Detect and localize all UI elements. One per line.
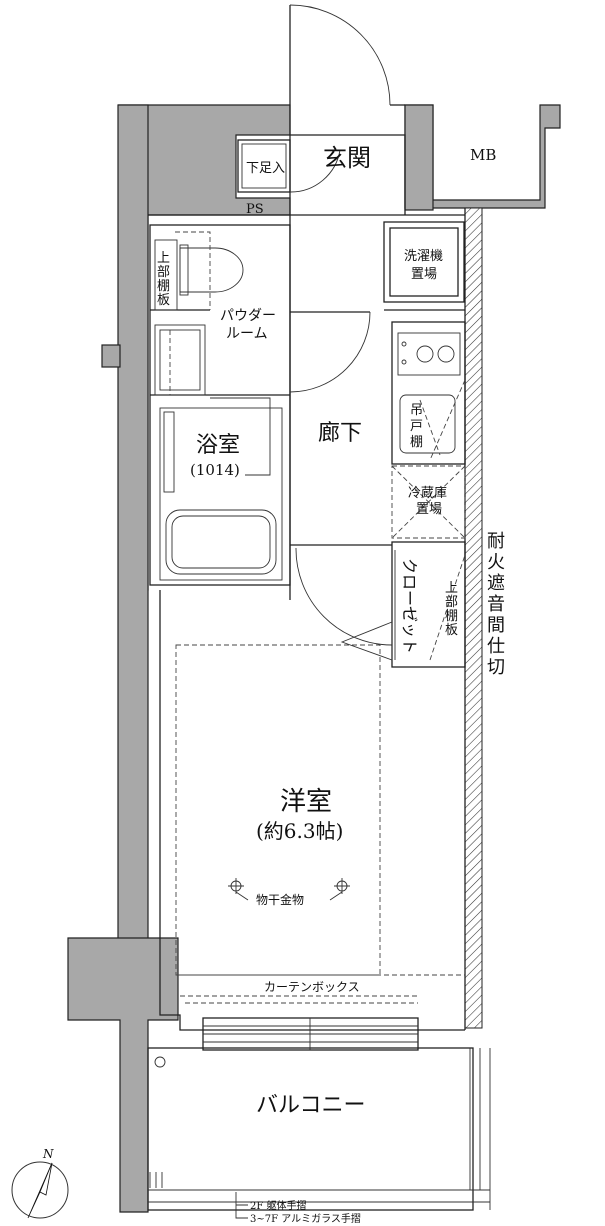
svg-text:部: 部 [445, 595, 458, 610]
stove [397, 332, 461, 376]
label-western-room-size: (約6.3帖) [256, 819, 343, 843]
svg-text:部: 部 [157, 265, 170, 280]
interior-walls [147, 105, 491, 1211]
clothes-hanger-fittings [228, 878, 350, 901]
svg-text:上: 上 [445, 581, 458, 596]
label-powder-2: ルーム [226, 326, 268, 342]
label-washer-2: 置場 [411, 267, 437, 282]
svg-text:戸: 戸 [410, 419, 423, 434]
compass-label: N [42, 1147, 54, 1161]
svg-text:棚: 棚 [410, 435, 423, 450]
label-fire-wall: 耐 火 遮 音 間 仕 切 [487, 531, 505, 678]
fire-separation-wall [464, 207, 483, 1029]
svg-text:仕: 仕 [487, 636, 505, 657]
label-mb: MB [470, 146, 496, 164]
label-clothes-hanger: 物干金物 [256, 892, 304, 907]
svg-text:切: 切 [487, 657, 505, 678]
svg-text:吊: 吊 [410, 403, 423, 418]
svg-text:間: 間 [487, 615, 505, 636]
svg-text:音: 音 [487, 594, 505, 615]
label-upper-shelf-right: 上 部 棚 板 [445, 581, 458, 638]
svg-text:板: 板 [157, 293, 170, 308]
entrance-door [289, 4, 405, 106]
washbasin [154, 324, 206, 396]
label-washer-1: 洗濯機 [404, 249, 443, 264]
svg-text:火: 火 [487, 552, 505, 573]
label-powder-1: パウダー [220, 308, 276, 324]
fridge-space [391, 465, 466, 539]
label-balcony: バルコニー [256, 1093, 366, 1118]
svg-text:耐: 耐 [487, 531, 505, 552]
label-curtain-box: カーテンボックス [264, 980, 360, 994]
svg-text:板: 板 [445, 623, 458, 638]
note-handrail-3-7f: 3~7F アルミガラス手摺 [250, 1212, 361, 1225]
toilet [154, 231, 244, 311]
label-upper-shelf-left: 上 部 棚 板 [157, 251, 170, 308]
label-ps: PS [246, 202, 264, 217]
label-bath-size: (1014) [190, 461, 240, 479]
compass-icon [11, 1161, 69, 1219]
svg-text:棚: 棚 [157, 279, 170, 294]
svg-text:遮: 遮 [487, 573, 505, 594]
label-corridor: 廊下 [318, 421, 362, 446]
shoe-box-frame [237, 139, 291, 193]
label-fridge-2: 置場 [416, 502, 442, 517]
room-dashed-outline [175, 644, 381, 976]
note-handrail-2f: 2F 躯体手摺 [250, 1199, 306, 1212]
label-western-room: 洋室 [280, 787, 332, 817]
curtain-box [180, 995, 420, 1051]
label-bath: 浴室 [196, 433, 240, 458]
label-entrance: 玄関 [323, 144, 371, 172]
hanging-shelf-frame [399, 394, 456, 454]
label-shoe-box: 下足入 [246, 161, 285, 176]
bathtub [159, 397, 283, 581]
label-hanging-shelf: 吊 戸 棚 [410, 403, 423, 450]
structural-walls [67, 104, 561, 1213]
label-fridge-1: 冷蔵庫 [408, 486, 447, 501]
svg-text:棚: 棚 [445, 609, 458, 624]
svg-text:上: 上 [157, 251, 170, 266]
label-closet: クローゼット [400, 558, 419, 654]
